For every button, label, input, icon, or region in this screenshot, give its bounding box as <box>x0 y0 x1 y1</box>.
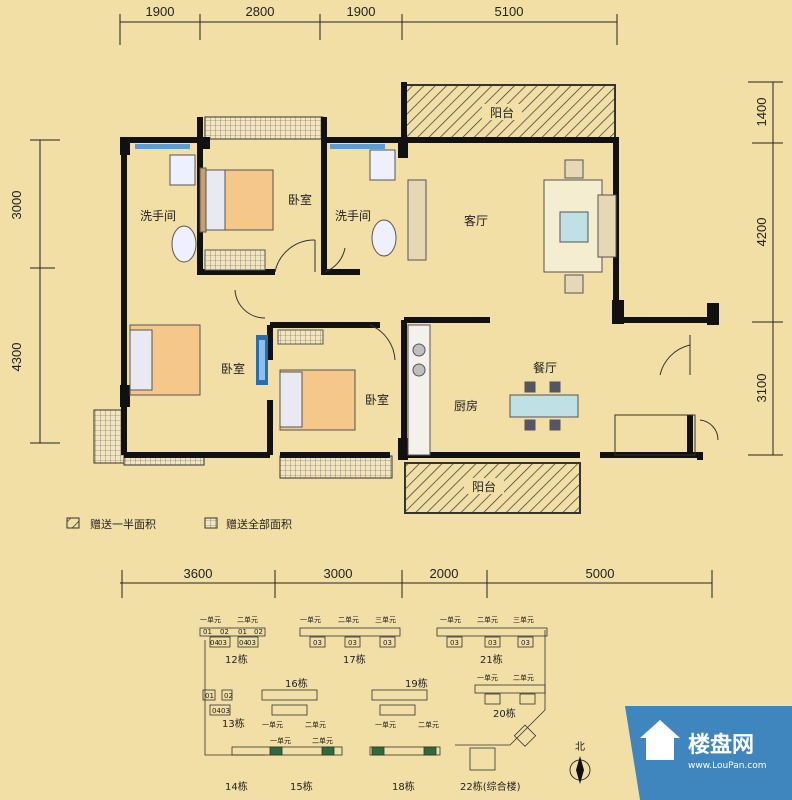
unit-label: 二单元 <box>418 720 439 729</box>
legend-half-swatch <box>66 517 80 529</box>
doors <box>234 239 719 456</box>
room-label-bedroom-3: 卧室 <box>365 392 389 407</box>
room-labels: 阳台 洗手间 卧室 洗手间 客厅 卧室 卧室 厨房 餐厅 阳台 <box>140 105 557 494</box>
bedroom-bay-window-2 <box>279 455 393 479</box>
room-label-balcony-bottom: 阳台 <box>472 479 496 494</box>
unit-label: 二单元 <box>477 615 498 624</box>
house-icon <box>640 720 680 760</box>
window-top-2 <box>330 144 385 149</box>
dim-right-1: 1400 <box>754 98 769 127</box>
furniture <box>129 149 617 456</box>
room-label-dining-room: 餐厅 <box>533 360 557 375</box>
building-label: 14栋 <box>225 780 248 793</box>
building-label: 21栋 <box>480 653 503 666</box>
building-label: 12栋 <box>225 653 248 666</box>
building-label: 15栋 <box>290 780 313 793</box>
compass: 北 <box>569 741 591 784</box>
room-label-bedroom-1: 卧室 <box>288 192 312 207</box>
flat-number: 04 <box>210 639 219 647</box>
room-label-living-room: 客厅 <box>464 213 488 228</box>
flat-number: 03 <box>521 639 530 647</box>
dim-top-2: 2800 <box>246 4 275 19</box>
dim-bottom-2: 3000 <box>324 566 353 581</box>
unit-label: 二单元 <box>513 673 534 682</box>
unit-label: 三单元 <box>513 615 534 624</box>
unit-label: 三单元 <box>375 615 396 624</box>
flat-number: 04 <box>239 639 248 647</box>
flat-number: 03 <box>450 639 459 647</box>
dimension-lines <box>30 14 783 598</box>
dim-right-3: 3100 <box>754 374 769 403</box>
dim-bottom-4: 5000 <box>586 566 615 581</box>
flat-number: 01 <box>238 628 247 636</box>
flat-number: 02 <box>254 628 263 636</box>
building-label: 20栋 <box>493 707 516 720</box>
room-label-bedroom-2: 卧室 <box>221 361 245 376</box>
dim-top-1: 1900 <box>146 4 175 19</box>
unit-label: 二单元 <box>305 720 326 729</box>
unit-label: 二单元 <box>338 615 359 624</box>
wall-posts <box>120 137 719 460</box>
legend-half-label: 赠送一半面积 <box>90 517 156 531</box>
room-label-kitchen: 厨房 <box>454 398 478 413</box>
unit-label: 一单元 <box>270 736 291 745</box>
flat-number: 03 <box>218 639 227 647</box>
site-plan <box>199 627 548 771</box>
flat-number: 03 <box>383 639 392 647</box>
dim-left-2: 4300 <box>9 343 24 372</box>
dim-top-4: 5100 <box>495 4 524 19</box>
dim-left-1: 3000 <box>9 191 24 220</box>
legend: 赠送一半面积 赠送全部面积 <box>66 517 292 531</box>
site-plan-labels: 一单元 二单元 一单元 二单元 三单元 一单元 二单元 三单元 一单元 二单元 … <box>200 615 534 793</box>
unit-label: 一单元 <box>262 720 283 729</box>
unit-label: 一单元 <box>477 673 498 682</box>
flat-number: 02 <box>224 692 233 700</box>
balcony-top-label-bg <box>482 104 522 120</box>
legend-full-swatch <box>204 517 218 529</box>
window-bedroom-inner <box>259 340 265 380</box>
flat-number: 03 <box>221 707 230 715</box>
flat-number: 01 <box>205 692 214 700</box>
flat-number: 01 <box>203 628 212 636</box>
north-label: 北 <box>575 741 585 753</box>
balcony-bottom-label-bg <box>464 478 504 494</box>
flat-number: 03 <box>313 639 322 647</box>
logo: 楼盘网 www.LouPan.com <box>625 706 792 800</box>
dim-top-3: 1900 <box>347 4 376 19</box>
building-label: 19栋 <box>405 677 428 690</box>
legend-full-label: 赠送全部面积 <box>226 517 292 531</box>
dimension-labels: 1900 2800 1900 5100 3600 3000 2000 5000 … <box>9 4 769 581</box>
window-top-1 <box>135 144 190 149</box>
room-label-bathroom-2: 洗手间 <box>335 209 371 223</box>
logo-name: 楼盘网 <box>688 732 754 758</box>
flat-number: 03 <box>348 639 357 647</box>
dim-right-2: 4200 <box>754 218 769 247</box>
flat-number: 02 <box>220 628 229 636</box>
bedroom-bay-window <box>204 116 324 140</box>
room-label-bathroom-1: 洗手间 <box>140 209 176 223</box>
building-label: 22栋(综合楼) <box>460 780 521 793</box>
logo-url: www.LouPan.com <box>688 761 767 771</box>
room-label-balcony-top: 阳台 <box>490 105 514 120</box>
flat-number: 03 <box>488 639 497 647</box>
dim-bottom-3: 2000 <box>430 566 459 581</box>
unit-label: 一单元 <box>375 720 396 729</box>
unit-label: 一单元 <box>440 615 461 624</box>
side-planter <box>93 409 125 464</box>
unit-label: 二单元 <box>237 615 258 624</box>
dim-bottom-1: 3600 <box>184 566 213 581</box>
flat-number: 04 <box>212 707 221 715</box>
building-label: 13栋 <box>222 717 245 730</box>
unit-label: 二单元 <box>312 736 333 745</box>
flat-number: 03 <box>247 639 256 647</box>
unit-label: 一单元 <box>200 615 221 624</box>
building-label: 16栋 <box>285 677 308 690</box>
building-label: 17栋 <box>343 653 366 666</box>
building-label: 18栋 <box>392 780 415 793</box>
unit-label: 一单元 <box>300 615 321 624</box>
